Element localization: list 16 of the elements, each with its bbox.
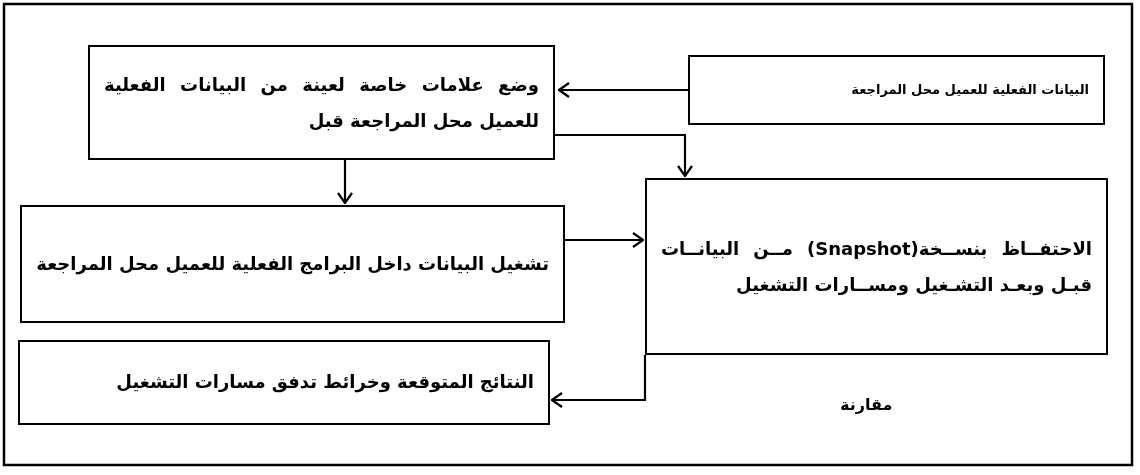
process-box (18, 340, 550, 425)
arrow (550, 355, 647, 409)
box-text: البيانات الفعلية للعميل محل المراجعة (850, 80, 1089, 99)
box-text: تشغيل البيانات داخل البرامج الفعلية للعميل محل المراجعة (36, 252, 549, 277)
box-text: وضع علامات خاصة لعينة من البيانات الفعلية للعميل محل المراجعة قبل (104, 72, 539, 134)
process-box (88, 45, 555, 160)
arrow (336, 160, 354, 205)
comparison-label: مقارنة (840, 395, 893, 414)
arrow (565, 231, 645, 249)
arrow (555, 133, 694, 178)
box-text: الاحتفــاظ بنســخة(Snapshot) مــن البيانــات قبـل وبعـد التشـغيل ومســارات التشغيل (661, 236, 1092, 298)
process-box (20, 205, 565, 323)
process-box (688, 55, 1105, 125)
arrow (557, 81, 688, 99)
process-box (645, 178, 1108, 355)
box-text: النتائج المتوقعة وخرائط تدفق مسارات التشغيل (115, 370, 534, 395)
